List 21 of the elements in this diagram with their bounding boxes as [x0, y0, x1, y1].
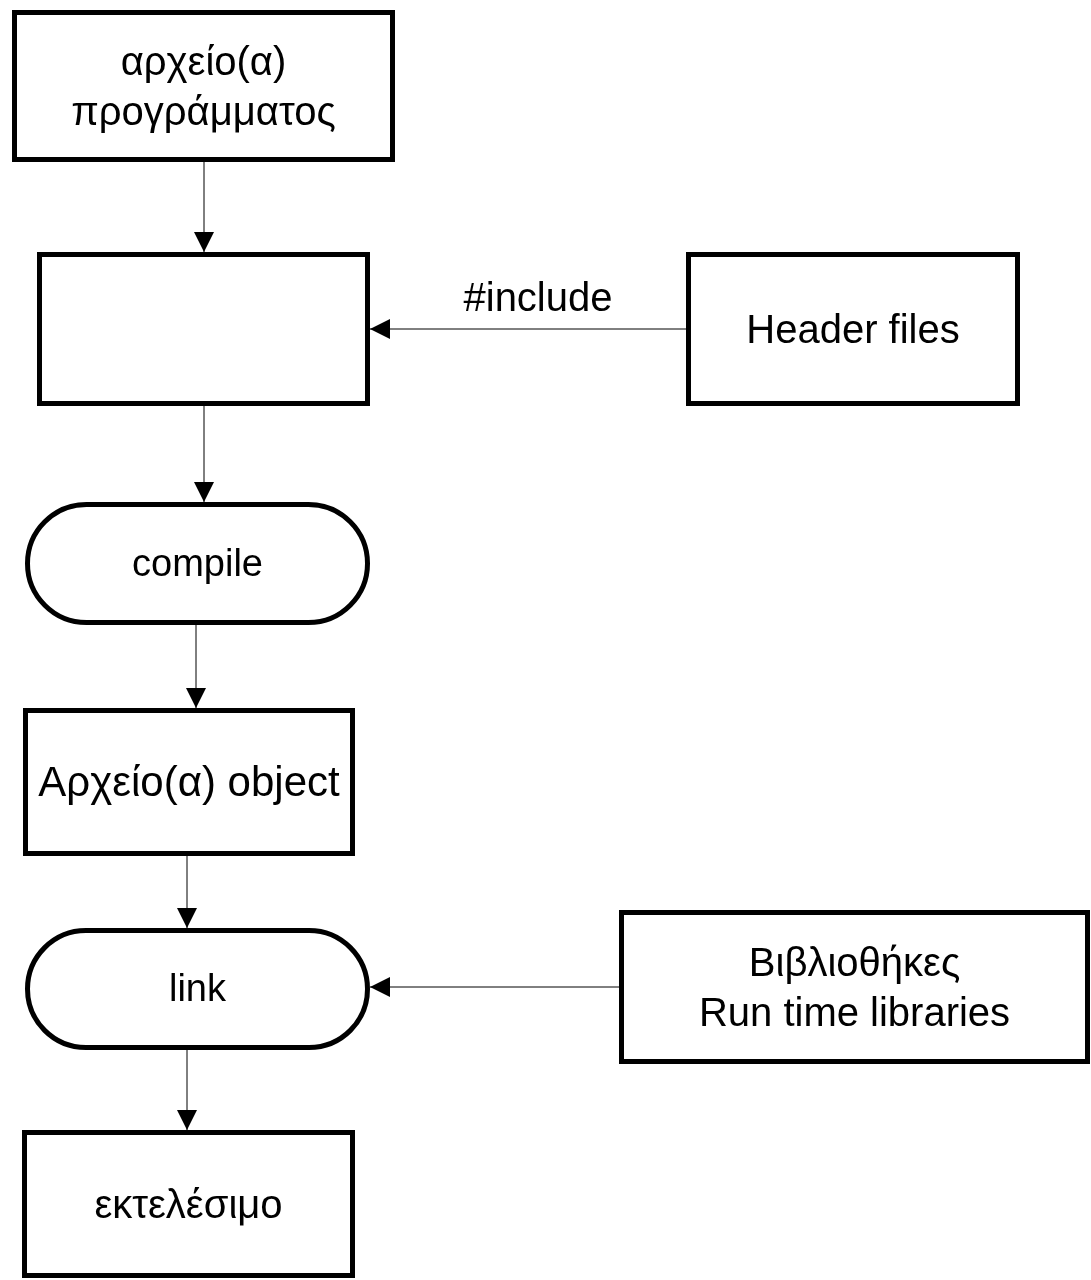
- process-box: [22, 1130, 355, 1278]
- process-box: [23, 708, 355, 856]
- arrow: [369, 319, 687, 339]
- node-label: Header files: [746, 306, 960, 353]
- process-box: [12, 10, 395, 162]
- node-label: Αρχείο(α) object: [38, 756, 340, 807]
- node-label: Run time libraries: [698, 989, 1011, 1036]
- node-label: Βιβλιοθήκες: [748, 939, 961, 986]
- arrow: [194, 161, 214, 253]
- arrow: [177, 1049, 197, 1131]
- process-box: [686, 252, 1020, 406]
- process-box: [619, 910, 1090, 1064]
- arrow: [194, 405, 214, 503]
- arrow: [369, 977, 620, 997]
- node-label: compile: [132, 540, 263, 586]
- node-label: αρχείο(α) προγράμματος: [70, 38, 337, 135]
- node-label: εκτελέσιμο: [94, 1181, 283, 1228]
- empty-box: [37, 252, 370, 406]
- node-label: link: [169, 966, 226, 1012]
- arrow: [177, 855, 197, 929]
- arrow: [186, 624, 206, 709]
